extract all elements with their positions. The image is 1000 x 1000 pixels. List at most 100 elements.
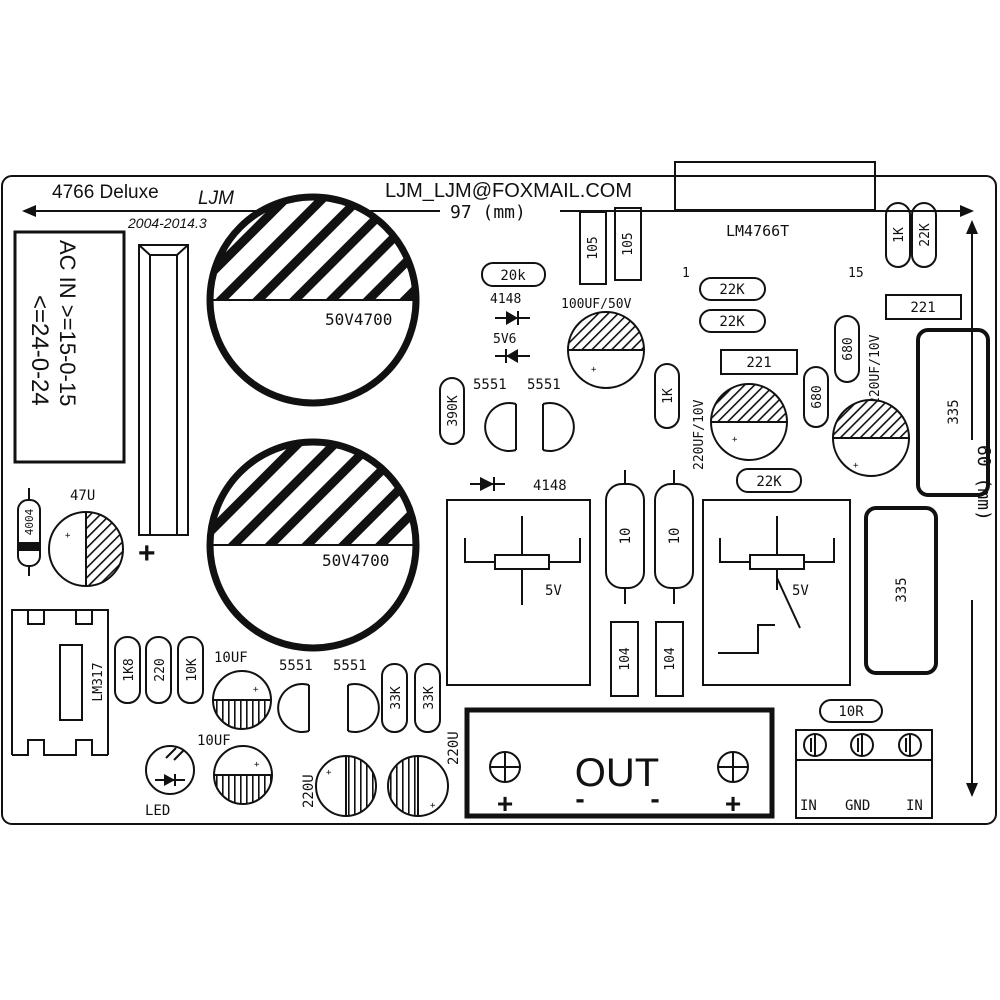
resistor-221-top: 221: [885, 294, 962, 320]
diode-4004-label: 4004: [23, 508, 36, 535]
resistor-1k-top: 1K: [885, 202, 911, 268]
diode-4148-top-label: 4148: [490, 292, 521, 307]
resistor-22k-top-label: 22K: [918, 223, 933, 247]
cap-10uf-b-label: 10UF: [197, 733, 231, 749]
cap-104-b: 104: [655, 621, 684, 697]
transistor-5551-b: 5551: [527, 377, 575, 452]
resistor-10-b: 10: [654, 470, 694, 604]
zener-5v6-label: 5V6: [493, 332, 516, 347]
resistor-390k: 390K: [439, 377, 465, 445]
board-title: 4766 Deluxe: [52, 182, 159, 203]
resistor-10k-label: 10K: [185, 658, 200, 682]
svg-text:+: +: [430, 801, 436, 811]
relay-right: 5V: [702, 499, 851, 686]
output-pol-2: -: [575, 783, 584, 814]
lm317-label: LM317: [91, 662, 106, 701]
relay-left: 5V: [446, 499, 591, 686]
input-terminal: IN GND IN: [795, 729, 933, 819]
resistor-680-a-label: 680: [841, 337, 856, 360]
svg-text:+: +: [253, 685, 259, 695]
film-cap-335-a: 335: [916, 328, 990, 497]
film-cap-335-b: 335: [864, 506, 938, 675]
resistor-1k8-label: 1K8: [122, 658, 137, 681]
pin1-label: 1: [682, 266, 690, 281]
resistor-20k: 20k: [481, 262, 546, 287]
ac-input-box: AC IN >=15-0-15 <=24-0-24: [13, 230, 126, 464]
resistor-33k-a-label: 33K: [389, 686, 404, 710]
board-outline: [1, 175, 997, 825]
input-pin-1-label: IN: [800, 798, 817, 814]
resistor-680-b-label: 680: [810, 385, 825, 408]
cap-104-b-label: 104: [663, 647, 678, 671]
resistor-220-label: 220: [153, 658, 168, 681]
svg-text:+: +: [65, 531, 71, 541]
cap-100uf-label: 100UF/50V: [561, 297, 632, 312]
resistor-221-mid: 221: [720, 349, 798, 375]
diode-4148-mid: 4148: [470, 477, 567, 494]
cap-220u-a-label: 220U: [301, 774, 317, 808]
lm4766-chip: LM4766T 1 15: [674, 161, 876, 281]
resistor-10-a-label: 10: [618, 528, 634, 545]
cap-10uf-a: 10UF +: [212, 650, 272, 730]
output-terminal: OUT + - - +: [464, 707, 775, 819]
main-cap-bottom-label: 50V4700: [322, 551, 389, 570]
main-cap-top: 50V4700: [206, 193, 420, 407]
svg-text:+: +: [591, 365, 597, 375]
output-pol-4: +: [725, 788, 741, 819]
resistor-680-a: 680: [834, 315, 860, 383]
resistor-10r-label: 10R: [838, 704, 864, 720]
cap-220uf-right: 220UF/10V +: [832, 334, 910, 477]
input-screw-2: [850, 733, 874, 757]
plus-mark: +: [138, 537, 156, 570]
input-pin-2-label: GND: [845, 798, 870, 814]
resistor-1k-top-label: 1K: [892, 227, 907, 243]
film-cap-335-b-label: 335: [894, 577, 910, 602]
cap-47u-label: 47U: [70, 488, 95, 504]
film-cap-335-a-label: 335: [946, 399, 962, 424]
zener-5v6: 5V6: [493, 332, 530, 363]
resistor-680-b: 680: [803, 366, 829, 428]
resistor-22k-a: 22K: [699, 277, 766, 301]
led: LED: [145, 745, 195, 819]
resistor-33k-b: 33K: [414, 663, 441, 733]
cap-220u-b-label: 220U: [446, 731, 462, 765]
cap-220u-a: 220U +: [301, 755, 377, 817]
resistor-22k-a-label: 22K: [719, 282, 745, 298]
cap-220uf-left: 220UF/10V +: [692, 383, 788, 470]
cap-220uf-right-label: 220UF/10V: [868, 334, 883, 405]
resistor-10k: 10K: [177, 636, 204, 704]
relay-right-label: 5V: [792, 583, 809, 599]
diode-4148-mid-label: 4148: [533, 478, 567, 494]
resistor-22k-top: 22K: [911, 202, 937, 268]
cap-47u: 47U +: [48, 488, 124, 587]
height-dimension: 60 (mm): [966, 220, 994, 797]
output-screw-left: [489, 751, 521, 783]
resistor-10-b-label: 10: [667, 528, 683, 545]
transistor-5551-d-label: 5551: [333, 658, 367, 674]
relay-left-label: 5V: [545, 583, 562, 599]
resistor-22k-c-label: 22K: [756, 474, 782, 490]
transistor-5551-d: 5551: [333, 658, 380, 733]
transistor-5551-c: 5551: [277, 658, 313, 733]
cap-100uf: 100UF/50V +: [561, 297, 645, 389]
resistor-22k-b: 22K: [699, 309, 766, 333]
ac-input-line2: <=24-0-24: [26, 295, 53, 406]
led-label: LED: [145, 803, 170, 819]
transistor-5551-c-label: 5551: [279, 658, 313, 674]
cap-105-a: 105: [579, 211, 607, 285]
main-cap-bottom: 50V4700: [206, 438, 420, 652]
svg-text:+: +: [853, 461, 859, 471]
years: 2004-2014.3: [127, 215, 207, 231]
transistor-5551-a: 5551: [473, 377, 517, 452]
resistor-22k-b-label: 22K: [719, 314, 745, 330]
pin15-label: 15: [848, 266, 864, 281]
cap-104-a-label: 104: [618, 647, 633, 671]
signature: LJM: [198, 188, 234, 209]
input-screw-3: [898, 733, 922, 757]
svg-text:+: +: [254, 760, 260, 770]
svg-text:+: +: [326, 768, 332, 778]
resistor-221-top-label: 221: [910, 300, 935, 316]
cap-10uf-a-label: 10UF: [214, 650, 248, 666]
resistor-1k8: 1K8: [114, 636, 141, 704]
